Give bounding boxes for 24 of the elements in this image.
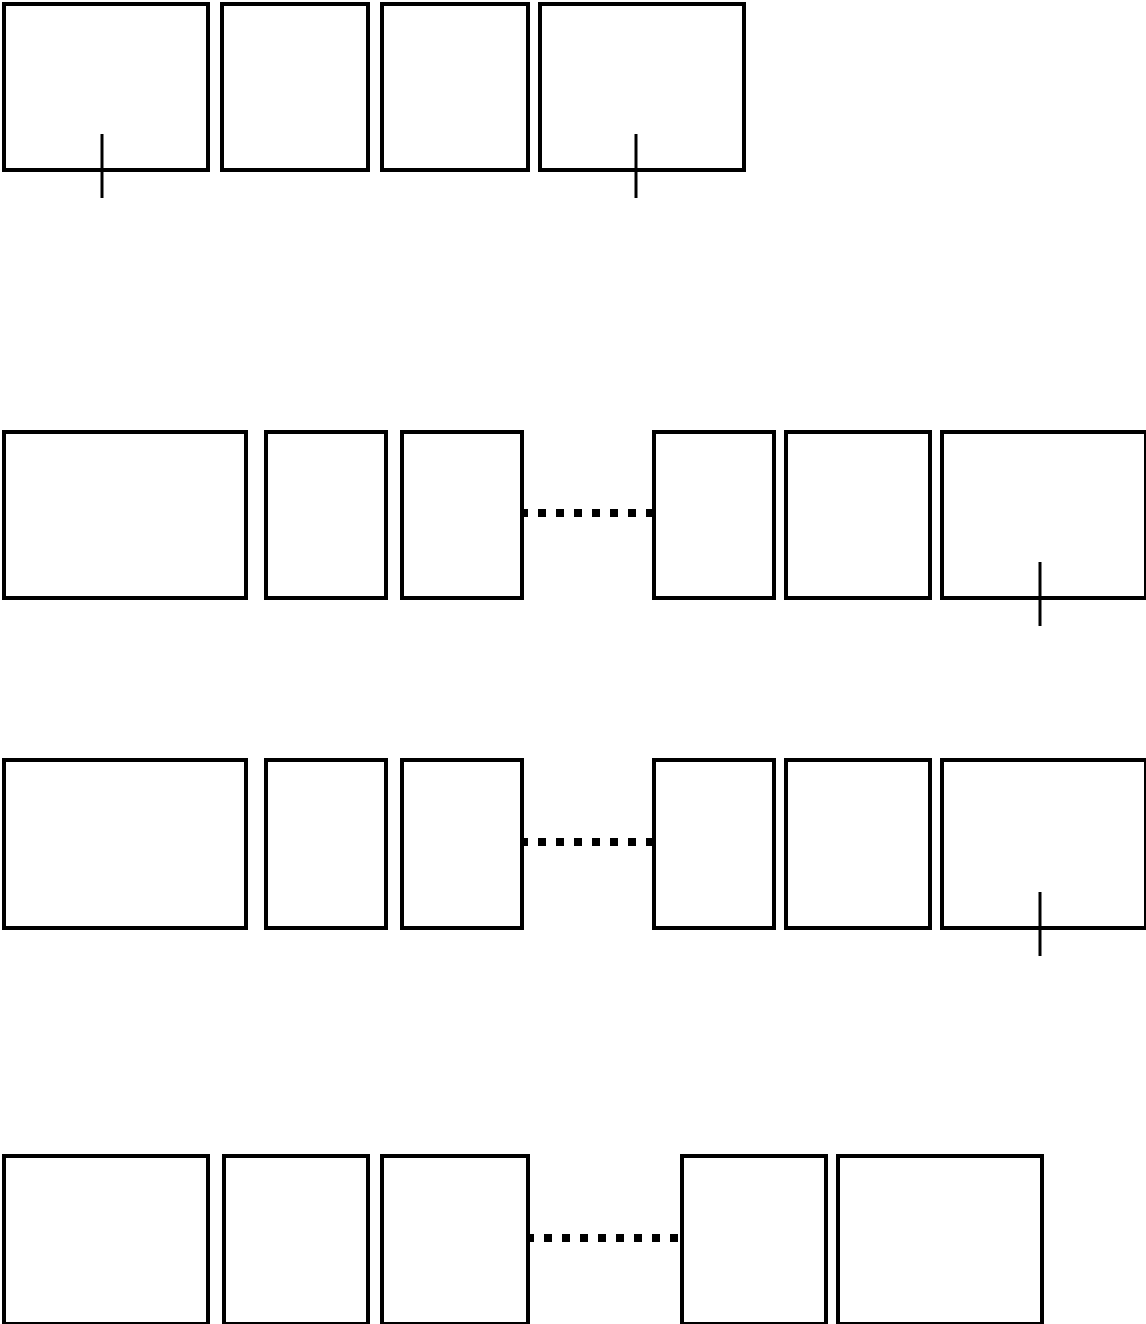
empty-box: [2, 2, 210, 172]
empty-box: [220, 2, 370, 172]
dotted-connector: [520, 509, 652, 517]
empty-box: [400, 430, 524, 600]
empty-box: [652, 758, 776, 930]
empty-box: [222, 1154, 370, 1324]
empty-box: [2, 1154, 210, 1324]
empty-box: [836, 1154, 1044, 1324]
empty-box: [380, 2, 530, 172]
empty-box: [380, 1154, 530, 1324]
empty-box: [264, 430, 388, 600]
empty-box: [784, 430, 932, 600]
empty-box: [400, 758, 524, 930]
empty-box: [264, 758, 388, 930]
empty-box: [2, 758, 248, 930]
empty-box: [538, 2, 746, 172]
empty-box: [940, 430, 1146, 600]
empty-box: [784, 758, 932, 930]
empty-box: [2, 430, 248, 600]
empty-box: [680, 1154, 828, 1324]
empty-box: [652, 430, 776, 600]
dotted-connector: [526, 1234, 680, 1242]
empty-box: [940, 758, 1146, 930]
dotted-connector: [520, 838, 652, 846]
